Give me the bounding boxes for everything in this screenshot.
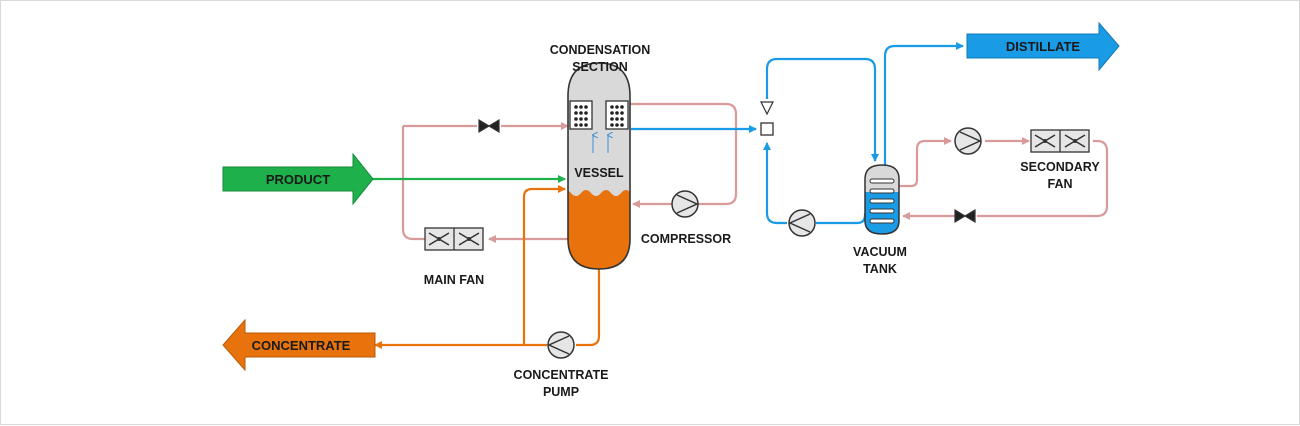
concentrate-pump-label-line2: PUMP xyxy=(543,385,579,399)
compressor-label: COMPRESSOR xyxy=(641,232,731,246)
concentrate-arrow: CONCENTRATE xyxy=(222,318,376,372)
secondary-fan-label-line2: FAN xyxy=(1048,177,1073,191)
secondary-pump xyxy=(954,127,982,155)
tank-coil xyxy=(869,178,895,224)
distillate-label: DISTILLATE xyxy=(1006,39,1080,54)
concentrate-label: CONCENTRATE xyxy=(252,338,351,353)
concentrate-pump-label-line1: CONCENTRATE xyxy=(514,368,609,382)
distillate-arrow: DISTILLATE xyxy=(966,21,1120,72)
product-arrow: PRODUCT xyxy=(222,152,374,206)
vacuum-tank-label-line1: VACUUM xyxy=(853,245,907,259)
secondary-fan xyxy=(1030,129,1090,153)
valve-main-loop xyxy=(478,118,500,134)
compressor-pump xyxy=(671,190,699,218)
vessel xyxy=(567,62,631,270)
main-fan-loop-line xyxy=(401,122,569,243)
vacuum-return-pump xyxy=(788,209,816,237)
condenser-coil-right xyxy=(605,100,629,130)
condensation-section-label-line1: CONDENSATION xyxy=(550,43,650,57)
concentrate-lines xyxy=(374,185,601,349)
concentrate-pump xyxy=(547,331,575,359)
main-fan xyxy=(424,227,484,251)
compressor-loop-line xyxy=(629,102,738,208)
vapor-lines xyxy=(631,42,964,225)
ejector-valve xyxy=(760,101,774,136)
condenser-coil-left xyxy=(569,100,593,130)
product-label: PRODUCT xyxy=(266,172,330,187)
secondary-fan-loop-line xyxy=(899,137,1109,220)
vessel-label: VESSEL xyxy=(574,166,624,180)
main-fan-label: MAIN FAN xyxy=(424,273,484,287)
valve-secondary-loop xyxy=(954,208,976,224)
condensation-section-label-line2: SECTION xyxy=(572,60,628,74)
vacuum-tank xyxy=(864,164,900,235)
vacuum-tank-label-line2: TANK xyxy=(863,262,897,276)
secondary-fan-label-line1: SECONDARY xyxy=(1020,160,1100,174)
